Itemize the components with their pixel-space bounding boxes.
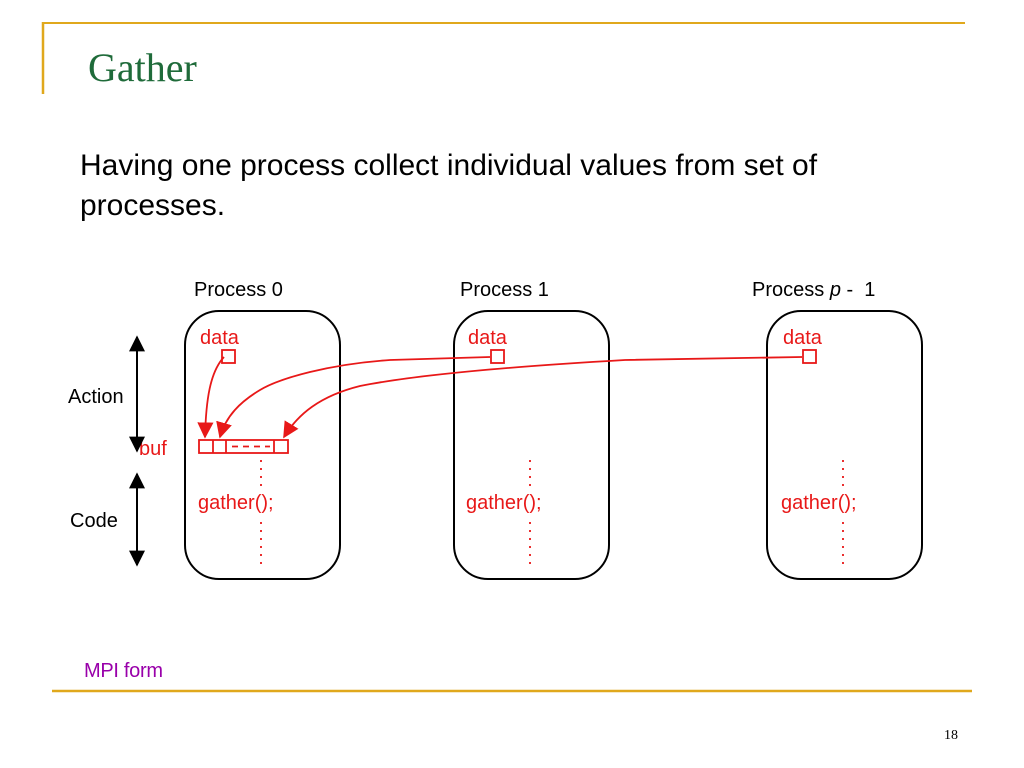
slide-title: Gather [88, 45, 197, 90]
process-p-minus-1-label: Process p - 1 [752, 279, 875, 301]
buffer-label: buf [139, 438, 167, 460]
action-label: Action [68, 386, 124, 408]
process-1-label: Process 1 [460, 279, 549, 301]
process-0-data-cell [221, 349, 236, 364]
process-0-box [184, 310, 341, 580]
process-p-code: gather(); [781, 492, 857, 514]
page-number: 18 [944, 728, 958, 743]
process-0-code: gather(); [198, 492, 274, 514]
process-p-label-suffix: - 1 [841, 279, 875, 301]
code-label: Code [70, 510, 118, 532]
gather-arrow-process-p [283, 356, 803, 439]
process-1-data-label: data [468, 327, 508, 349]
process-p-data-label: data [783, 327, 823, 349]
process-p-label-italic: p [829, 279, 841, 301]
slide-body-text: Having one process collect individual va… [80, 149, 818, 222]
gather-arrow-process-1 [216, 356, 491, 439]
process-0-label: Process 0 [194, 279, 283, 301]
gather-arrow-process-0 [197, 356, 225, 439]
process-p-minus-1-box [766, 310, 923, 580]
process-1-code: gather(); [466, 492, 542, 514]
process-p-data-cell [802, 349, 817, 364]
process-p-label-prefix: Process [752, 279, 830, 301]
process-1-data-cell [490, 349, 505, 364]
process-0-data-label: data [200, 327, 240, 349]
mpi-form-note: MPI form [84, 660, 163, 682]
process-1-box [453, 310, 610, 580]
gather-buffer [198, 439, 289, 454]
